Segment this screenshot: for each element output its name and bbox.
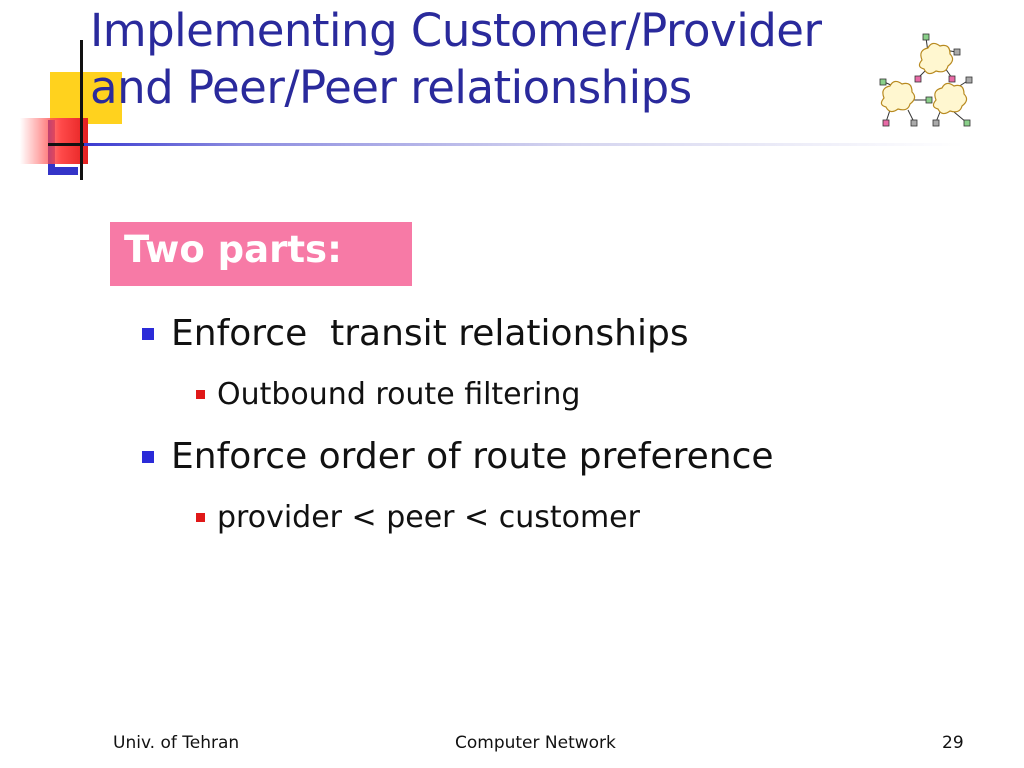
bullet-text: Enforce order of route preference (171, 436, 774, 477)
two-parts-label: Two parts: (124, 228, 342, 271)
title-underline (84, 143, 964, 146)
footer-course: Computer Network (455, 733, 616, 753)
slide-title-line-2: and Peer/Peer relationships (90, 61, 692, 114)
bullet-item: Enforce transit relationships (142, 313, 689, 354)
corner-red-gradient (20, 118, 88, 164)
square-bullet-icon (196, 513, 205, 522)
sub-bullet-text: Outbound route filtering (217, 377, 581, 412)
corner-vertical-line (80, 40, 83, 180)
slide-number: 29 (942, 733, 964, 753)
corner-yellow-square (50, 72, 122, 124)
sub-bullet-item: provider < peer < customer (196, 500, 640, 535)
square-bullet-icon (142, 450, 154, 463)
slide-title-line-1: Implementing Customer/Provider (90, 4, 822, 57)
corner-horizontal-line (48, 143, 84, 146)
sub-bullet-item: Outbound route filtering (196, 377, 580, 412)
bullet-item: Enforce order of route preference (142, 436, 774, 477)
network-clouds-icon (879, 33, 973, 127)
bullet-text: Enforce transit relationships (171, 313, 689, 354)
two-parts-box: Two parts: (110, 222, 412, 286)
square-bullet-icon (142, 327, 154, 340)
square-bullet-icon (196, 390, 205, 399)
footer-institution: Univ. of Tehran (113, 733, 240, 753)
slide-title: Implementing Customer/Provider and Peer/… (90, 2, 950, 116)
sub-bullet-text: provider < peer < customer (217, 500, 640, 535)
